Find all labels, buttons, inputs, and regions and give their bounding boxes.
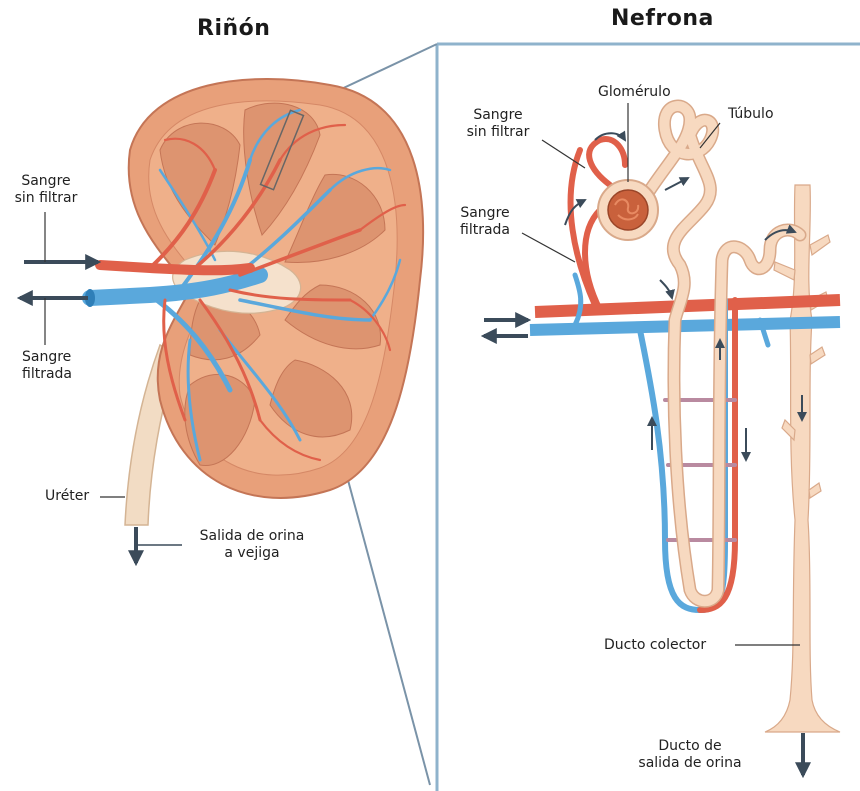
label-line: Sangre: [458, 107, 538, 124]
kidney-unfiltered-blood-label: Sangre sin filtrar: [11, 173, 81, 207]
glomerulus: [598, 180, 658, 240]
urine-out-label: Salida de orina a vejiga: [184, 528, 320, 562]
urine-duct-label: Ducto de salida de orina: [620, 738, 760, 772]
label-line: sin filtrar: [11, 190, 81, 207]
nephron-io-arrows: [484, 320, 803, 775]
kidney-filtered-blood-label: Sangre filtrada: [22, 349, 72, 383]
kidney-title: Riñón: [197, 16, 270, 41]
label-line: Sangre: [450, 205, 520, 222]
label-line: Ducto de: [620, 738, 760, 755]
nephron-filtered-blood-label: Sangre filtrada: [450, 205, 520, 239]
label-line: filtrada: [450, 222, 520, 239]
label-line: Salida de orina: [184, 528, 320, 545]
nephron-unfiltered-blood-label: Sangre sin filtrar: [458, 107, 538, 141]
label-line: Sangre: [22, 349, 72, 366]
label-line: salida de orina: [620, 755, 760, 772]
label-line: filtrada: [22, 366, 72, 383]
label-line: sin filtrar: [458, 124, 538, 141]
label-line: Sangre: [11, 173, 81, 190]
nephron-title: Nefrona: [611, 6, 714, 31]
ureter-label: Uréter: [45, 488, 89, 505]
tubule-label: Túbulo: [728, 106, 774, 123]
glomerulus-label: Glomérulo: [598, 84, 671, 101]
collecting-duct-label: Ducto colector: [604, 637, 706, 654]
label-line: a vejiga: [184, 545, 320, 562]
